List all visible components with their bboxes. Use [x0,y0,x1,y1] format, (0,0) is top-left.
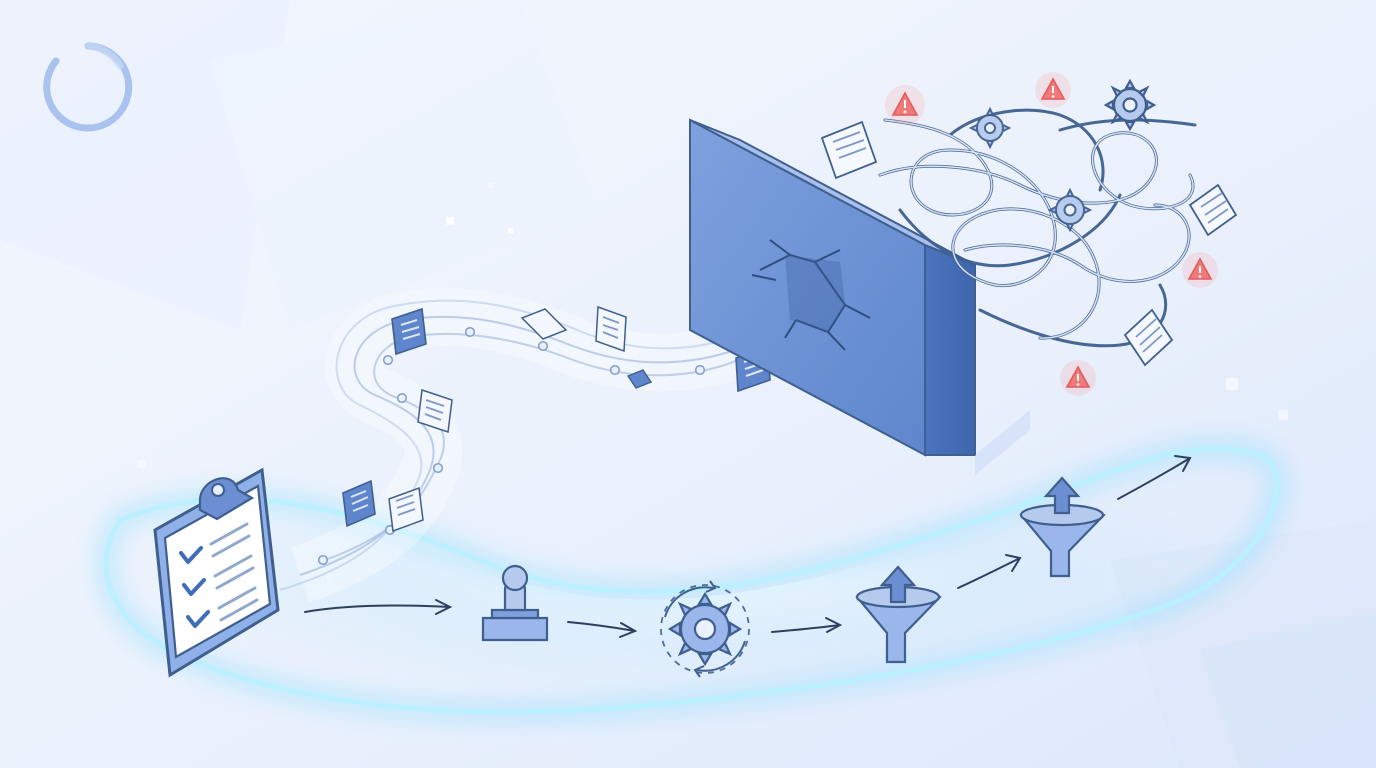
clipboard-checklist-icon [153,467,280,678]
checkmark-icon [179,546,210,628]
gear-icon [1103,78,1157,132]
document-icon [342,479,376,528]
funnel-up-arrow-icon [855,565,942,664]
glowing-path [94,436,1290,724]
gear-icon [968,106,1012,150]
funnel-up-arrow-icon [1019,476,1106,578]
sparkles [138,183,1288,468]
warning-icon [1182,252,1218,288]
document-icon [388,486,424,533]
stamp-icon [481,564,549,642]
warning-icon [1035,72,1071,108]
document-icon [1123,308,1174,367]
document-icon [417,388,453,434]
warning-icon [1060,360,1096,396]
process-arrows [304,455,1192,638]
document-icon [820,120,878,180]
wall-crack [751,239,871,351]
loading-ring-icon [43,42,133,132]
warning-icon [885,85,925,125]
document-icon [595,305,627,353]
cube-icon [626,369,653,389]
document-icon [520,308,568,340]
wall [689,118,1030,475]
document-icon [1188,183,1238,237]
document-icon [391,307,427,356]
gear-cycle-icon [660,580,750,678]
gear-icon [1047,187,1093,233]
